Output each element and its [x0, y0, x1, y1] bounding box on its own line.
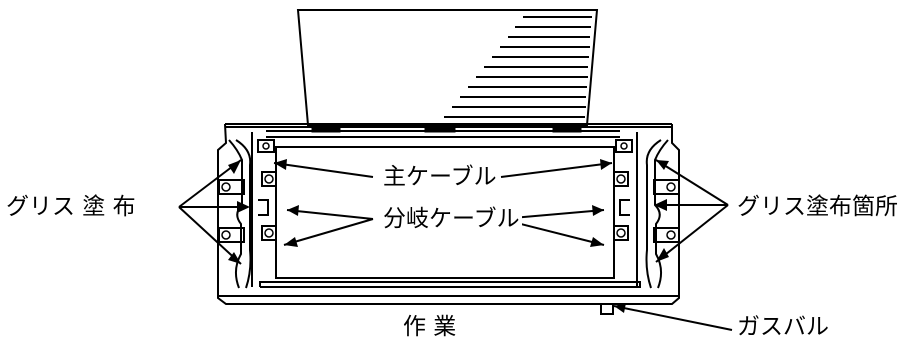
top-cover: [296, 9, 599, 126]
arrowhead: [656, 160, 669, 170]
label-gas-valve: ガスバル: [737, 314, 829, 340]
arrow-grease-right-1: [655, 159, 729, 206]
arrowhead: [228, 160, 241, 174]
arrow-main-cable-left: [273, 162, 374, 178]
bolts: [221, 142, 676, 240]
cover-clips: [311, 124, 582, 133]
arrowhead: [592, 205, 604, 216]
arrowhead: [228, 252, 241, 264]
arrowhead: [274, 159, 287, 170]
label-work: 作 業: [403, 314, 457, 340]
label-branch-cable: 分岐ケーブル: [381, 205, 522, 233]
arrow-gas-valve: [613, 305, 733, 331]
arrow-main-cable-right: [500, 162, 613, 178]
arrowhead: [656, 248, 669, 262]
arrowhead: [600, 159, 612, 170]
arrow-branch-left-1: [286, 209, 374, 220]
arrowhead: [287, 205, 299, 216]
arrowhead: [654, 199, 667, 211]
label-main-cable: 主ケーブル: [381, 163, 499, 191]
label-grease-right: グリス塗布箇所: [737, 194, 898, 220]
arrowhead: [590, 237, 604, 247]
arrow-branch-left-2: [283, 218, 374, 246]
right-bracket: [613, 139, 680, 289]
arrowhead: [284, 237, 298, 247]
arrowhead: [237, 201, 250, 213]
label-grease-left: グリス 塗 布: [6, 194, 136, 220]
arrow-grease-left-3: [178, 206, 242, 265]
arrowhead: [614, 303, 626, 313]
arrowheads: [228, 159, 669, 313]
left-bracket: [218, 139, 277, 289]
arrow-grease-right-3: [655, 204, 729, 263]
cover-hatching: [444, 16, 592, 118]
